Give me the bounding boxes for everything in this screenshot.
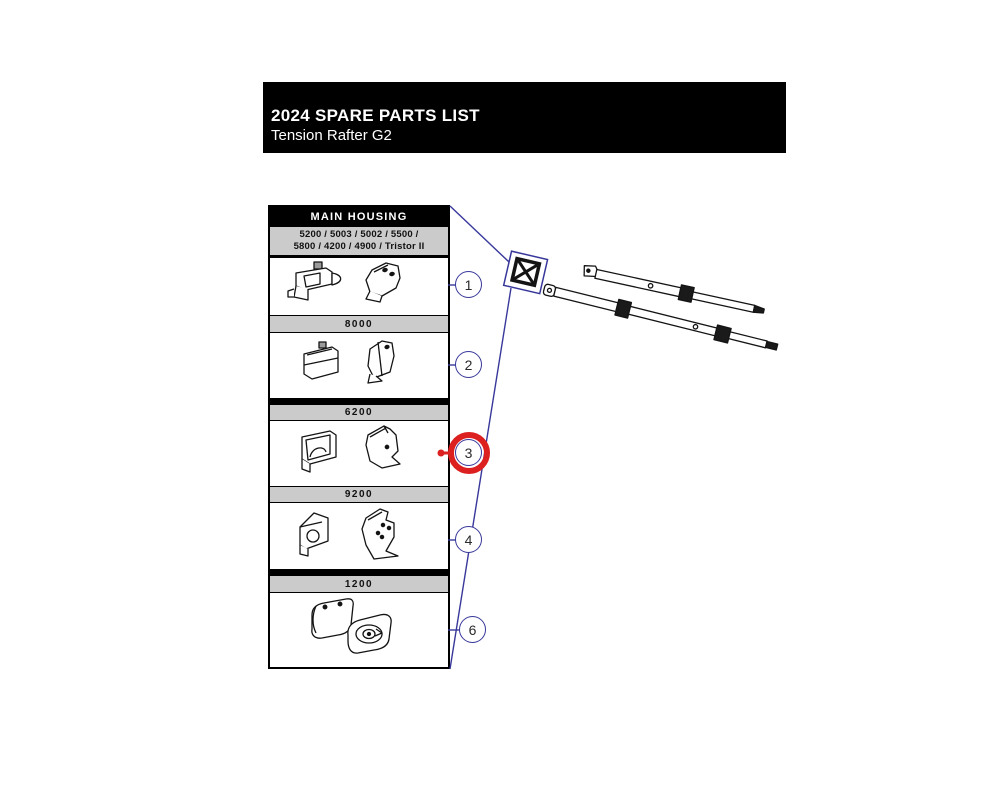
parts-table: MAIN HOUSING 5200 / 5003 / 5002 / 5500 /… bbox=[268, 205, 450, 669]
models-line-1: 5200 / 5003 / 5002 / 5500 / bbox=[299, 228, 419, 240]
part-drawing-row-1 bbox=[287, 261, 401, 303]
title-bar: 2024 SPARE PARTS LIST Tension Rafter G2 bbox=[263, 82, 786, 153]
callout-number: 3 bbox=[464, 444, 473, 461]
model-label-8000: 8000 bbox=[270, 315, 448, 333]
parts-row-3 bbox=[270, 421, 448, 486]
part-drawing-row-4 bbox=[299, 508, 399, 560]
callout-number: 2 bbox=[464, 356, 473, 373]
callout-number: 6 bbox=[468, 621, 477, 638]
table-title: MAIN HOUSING bbox=[270, 207, 448, 227]
callout-badge-6: 6 bbox=[459, 616, 486, 643]
parts-row-5 bbox=[270, 593, 448, 667]
parts-row-4 bbox=[270, 503, 448, 569]
callout-number: 1 bbox=[464, 276, 473, 293]
rafter-pole-upper bbox=[583, 265, 765, 314]
part-drawing-row-5 bbox=[311, 598, 392, 654]
section-divider bbox=[270, 569, 448, 575]
parts-row-1 bbox=[270, 258, 448, 315]
parts-row-2 bbox=[270, 333, 448, 398]
crossed-box-icon bbox=[502, 250, 549, 295]
model-label-9200: 9200 bbox=[270, 486, 448, 503]
models-bar: 5200 / 5003 / 5002 / 5500 / 5800 / 4200 … bbox=[270, 227, 448, 258]
callout-number: 4 bbox=[464, 531, 473, 548]
callout-badge-4: 4 bbox=[455, 526, 482, 553]
callout-badge-2: 2 bbox=[455, 351, 482, 378]
page-subtitle: Tension Rafter G2 bbox=[271, 127, 392, 145]
tension-rafter-drawing bbox=[542, 265, 779, 351]
page-title: 2024 SPARE PARTS LIST bbox=[271, 106, 480, 125]
model-label-1200: 1200 bbox=[270, 575, 448, 593]
rafter-pole-lower bbox=[542, 283, 779, 351]
callout-badge-1: 1 bbox=[455, 271, 482, 298]
part-drawing-row-2 bbox=[303, 340, 395, 384]
models-line-2: 5800 / 4200 / 4900 / Tristor II bbox=[293, 241, 425, 252]
callout-badge-3: 3 bbox=[455, 439, 482, 466]
model-label-6200: 6200 bbox=[270, 404, 448, 421]
section-divider bbox=[270, 398, 448, 404]
part-drawing-row-3 bbox=[301, 425, 401, 473]
